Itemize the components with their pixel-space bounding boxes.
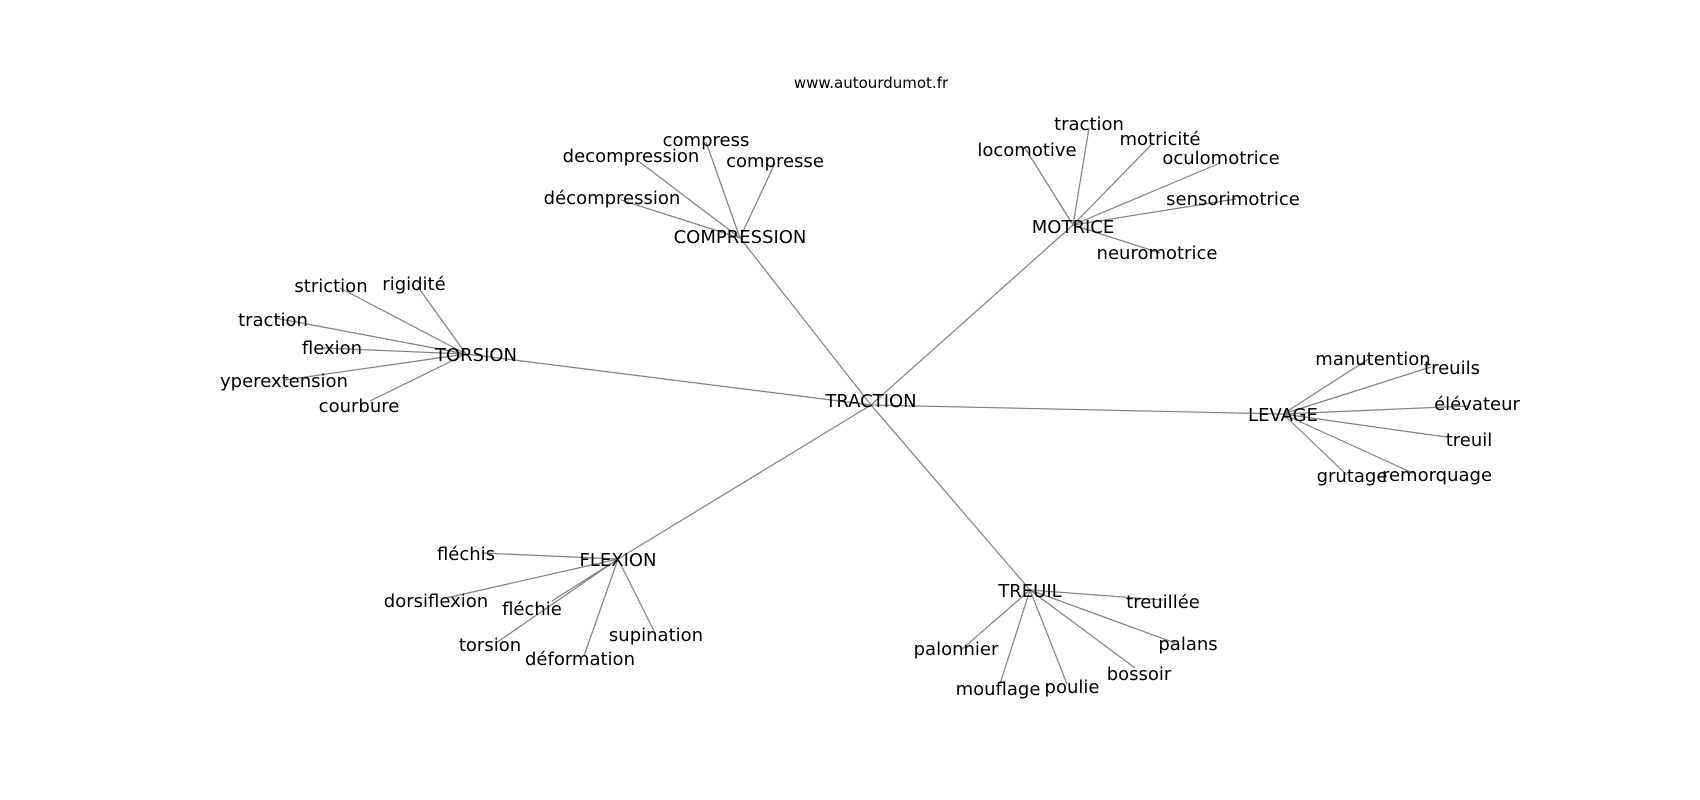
leaf-edge bbox=[1282, 413, 1447, 438]
site-label: www.autourdumot.fr bbox=[794, 74, 949, 92]
leaf-node-label: manutention bbox=[1315, 349, 1430, 370]
leaf-node-label: treuillée bbox=[1126, 592, 1200, 613]
center-edge bbox=[870, 404, 1031, 591]
leaf-node-label: oculomotrice bbox=[1162, 148, 1279, 169]
leaf-node-label: bossoir bbox=[1107, 664, 1172, 685]
leaf-edge bbox=[1282, 357, 1371, 415]
leaf-edge bbox=[583, 558, 619, 657]
center-edge bbox=[617, 404, 872, 560]
leaf-edge bbox=[1072, 142, 1154, 226]
leaf-node-label: décompression bbox=[544, 188, 681, 209]
leaf-node-label: neuromotrice bbox=[1097, 243, 1218, 264]
leaf-node-label: traction bbox=[1054, 114, 1124, 135]
hub-node-label: LEVAGE bbox=[1248, 405, 1318, 426]
leaf-node-label: rigidité bbox=[382, 274, 445, 295]
leaf-edge bbox=[636, 159, 741, 239]
center-edge bbox=[465, 353, 872, 406]
hub-node-label: COMPRESSION bbox=[674, 227, 807, 248]
leaf-edge bbox=[1282, 413, 1416, 475]
leaf-edge bbox=[1282, 366, 1432, 415]
leaf-edge bbox=[1029, 589, 1136, 669]
leaf-edge bbox=[705, 141, 741, 239]
leaf-node-label: torsion bbox=[459, 635, 521, 656]
leaf-node-label: traction bbox=[238, 310, 308, 331]
leaf-edge bbox=[274, 317, 467, 355]
leaf-edge bbox=[1072, 198, 1237, 226]
leaf-edge bbox=[284, 353, 467, 381]
leaf-edge bbox=[1072, 162, 1221, 226]
hub-node-label: TREUIL bbox=[997, 581, 1061, 602]
leaf-node-label: fléchie bbox=[502, 599, 562, 620]
leaf-edge bbox=[417, 286, 467, 355]
hub-node-label: MOTRICE bbox=[1032, 217, 1114, 238]
leaf-edge bbox=[495, 558, 619, 644]
hub-node-label: FLEXION bbox=[579, 550, 656, 571]
leaf-edge bbox=[1029, 589, 1164, 601]
leaf-edge bbox=[369, 353, 467, 402]
leaf-edge bbox=[1029, 589, 1068, 685]
leaf-edge bbox=[1029, 589, 1176, 644]
leaf-edge bbox=[1282, 413, 1348, 476]
leaf-node-label: striction bbox=[294, 276, 367, 297]
leaf-node-label: supination bbox=[609, 625, 703, 646]
leaf-edge bbox=[620, 199, 741, 239]
leaf-edge bbox=[322, 347, 467, 355]
leaf-edge bbox=[960, 589, 1031, 651]
leaf-node-label: treuils bbox=[1424, 358, 1480, 379]
leaf-node-label: treuil bbox=[1446, 430, 1493, 451]
leaf-node-label: déformation bbox=[525, 649, 635, 670]
leaf-edge bbox=[481, 552, 619, 560]
leaf-node-label: palans bbox=[1158, 634, 1217, 655]
leaf-node-label: motricité bbox=[1119, 129, 1200, 150]
leaf-edge bbox=[1282, 405, 1469, 415]
edges bbox=[274, 127, 1469, 685]
leaf-node-label: courbure bbox=[319, 396, 400, 417]
leaf-node-label: sensorimotrice bbox=[1166, 189, 1300, 210]
leaf-node-label: flexion bbox=[302, 338, 362, 359]
leaf-edge bbox=[739, 162, 776, 239]
hub-node-label: TORSION bbox=[434, 345, 517, 366]
leaf-edge bbox=[1072, 127, 1090, 226]
leaf-node-label: mouflage bbox=[956, 679, 1041, 700]
leaf-node-label: compress bbox=[663, 130, 750, 151]
leaf-node-label: élévateur bbox=[1434, 394, 1520, 415]
leaf-node-label: palonnier bbox=[914, 639, 999, 660]
leaf-edge bbox=[1024, 147, 1074, 226]
leaf-node-label: fléchis bbox=[437, 544, 495, 565]
leaf-node-label: locomotive bbox=[977, 140, 1076, 161]
leaf-node-label: yperextension bbox=[220, 371, 348, 392]
center-node-label: TRACTION bbox=[824, 391, 916, 412]
leaf-edge bbox=[339, 287, 467, 355]
leaf-edge bbox=[617, 558, 655, 632]
leaf-node-label: dorsiflexion bbox=[384, 591, 488, 612]
center-edge bbox=[870, 404, 1284, 415]
leaf-edge bbox=[445, 558, 619, 599]
center-edge bbox=[739, 237, 872, 406]
center-edge bbox=[870, 224, 1074, 406]
leaf-node-label: poulie bbox=[1045, 677, 1100, 698]
leaf-node-label: remorquage bbox=[1382, 465, 1492, 486]
leaf-node-label: compresse bbox=[726, 151, 824, 172]
labels: www.autourdumot.fr TRACTION COMPRESSION c… bbox=[220, 74, 1520, 700]
leaf-node-label: decompression bbox=[563, 146, 700, 167]
leaf-edge bbox=[999, 589, 1031, 685]
leaf-node-label: grutage bbox=[1317, 466, 1388, 487]
leaf-edge bbox=[1072, 224, 1161, 254]
